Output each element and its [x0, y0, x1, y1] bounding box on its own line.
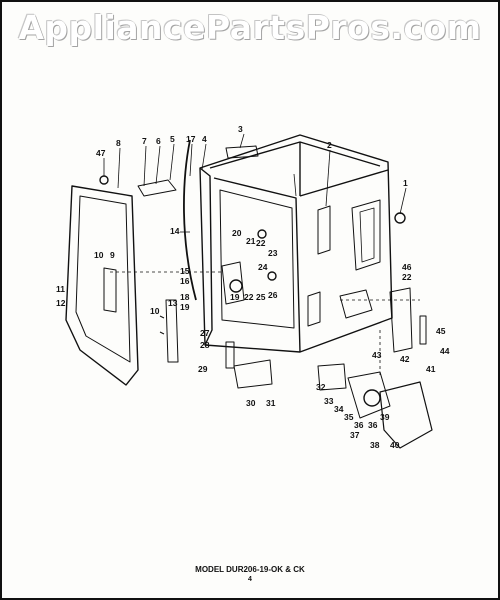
callout-18: 18 — [180, 292, 190, 302]
callout-40: 40 — [390, 440, 400, 450]
watermark: AppliancePartsPros.com — [18, 8, 482, 47]
spray-arm-assembly — [221, 261, 245, 305]
callout-42: 42 — [400, 354, 410, 364]
bracket-3 — [225, 145, 259, 159]
callout-35: 35 — [344, 412, 354, 422]
callout-36-b: 36 — [368, 420, 378, 430]
callout-14: 14 — [170, 226, 180, 236]
tub-shell — [199, 134, 393, 353]
callout-7: 7 — [142, 136, 147, 146]
callout-24: 24 — [258, 262, 268, 272]
part-1 — [394, 212, 406, 224]
rail-42 — [389, 287, 413, 353]
callout-5: 5 — [170, 134, 175, 144]
callout-41: 41 — [426, 364, 436, 374]
tub-right-face — [299, 142, 389, 197]
door-panel — [65, 185, 139, 386]
callout-22-c: 22 — [402, 272, 412, 282]
callout-8: 8 — [116, 138, 121, 148]
page-number: 4 — [248, 576, 252, 583]
callout-19-left: 19 — [180, 302, 190, 312]
callout-19-right: 19 — [230, 292, 240, 302]
callout-47: 47 — [96, 148, 106, 158]
callout-23: 23 — [268, 248, 278, 258]
side-slot-2 — [317, 205, 331, 255]
callout-37: 37 — [350, 430, 360, 440]
tub-front-frame — [199, 167, 301, 353]
callout-1: 1 — [403, 178, 408, 188]
callout-22-a: 22 — [256, 238, 266, 248]
callout-25: 25 — [256, 292, 266, 302]
callout-17: 17 — [186, 134, 196, 144]
side-slot-inner — [359, 207, 375, 263]
callout-13: 13 — [168, 298, 178, 308]
callout-33: 33 — [324, 396, 334, 406]
callout-labels: 1 2 3 4 5 6 7 8 9 10 10 11 12 13 14 15 1… — [56, 124, 450, 450]
bracket-29-30 — [233, 359, 273, 389]
door-handle-slot — [103, 267, 117, 313]
callout-6: 6 — [156, 136, 161, 146]
callout-29: 29 — [198, 364, 208, 374]
callout-11: 11 — [56, 284, 65, 294]
bracket-6-7 — [137, 179, 177, 197]
callout-26: 26 — [268, 290, 278, 300]
callout-30: 30 — [246, 398, 256, 408]
callout-10-lower: 10 — [150, 306, 160, 316]
callout-22-b: 22 — [244, 292, 254, 302]
tub-top-edge — [209, 141, 381, 169]
callout-16: 16 — [180, 276, 190, 286]
door-inner — [75, 195, 131, 363]
callout-39: 39 — [380, 412, 390, 422]
screw-47 — [99, 175, 109, 185]
callout-27: 27 — [200, 328, 210, 338]
callout-3: 3 — [238, 124, 243, 134]
motor-housing — [317, 363, 347, 391]
callout-31: 31 — [266, 398, 276, 408]
callout-9: 9 — [110, 250, 115, 260]
callout-12: 12 — [56, 298, 66, 308]
callout-46: 46 — [402, 262, 412, 272]
callout-45: 45 — [436, 326, 446, 336]
callout-44: 44 — [440, 346, 450, 356]
callout-2: 2 — [327, 140, 332, 150]
bracket-46 — [339, 289, 373, 319]
callout-20: 20 — [232, 228, 242, 238]
callout-28: 28 — [200, 340, 210, 350]
callout-34: 34 — [334, 404, 344, 414]
rod-45 — [419, 315, 427, 345]
callout-15: 15 — [180, 266, 190, 276]
callout-4: 4 — [202, 134, 207, 144]
cover-39-40 — [379, 381, 433, 449]
model-caption: MODEL DUR206-19-OK & CK — [195, 565, 305, 574]
callout-43: 43 — [372, 350, 382, 360]
callout-32: 32 — [316, 382, 326, 392]
callout-38: 38 — [370, 440, 380, 450]
callout-36-a: 36 — [354, 420, 364, 430]
hinge-strip — [165, 299, 179, 363]
gasket-strip — [183, 139, 197, 301]
side-slot-lower — [307, 291, 321, 327]
side-slot-upper — [351, 199, 381, 271]
pump-assembly — [347, 371, 391, 419]
tub-inner-opening — [219, 189, 295, 329]
callout-10-upper: 10 — [94, 250, 104, 260]
callout-21: 21 — [246, 236, 256, 246]
strip-28 — [225, 341, 235, 369]
